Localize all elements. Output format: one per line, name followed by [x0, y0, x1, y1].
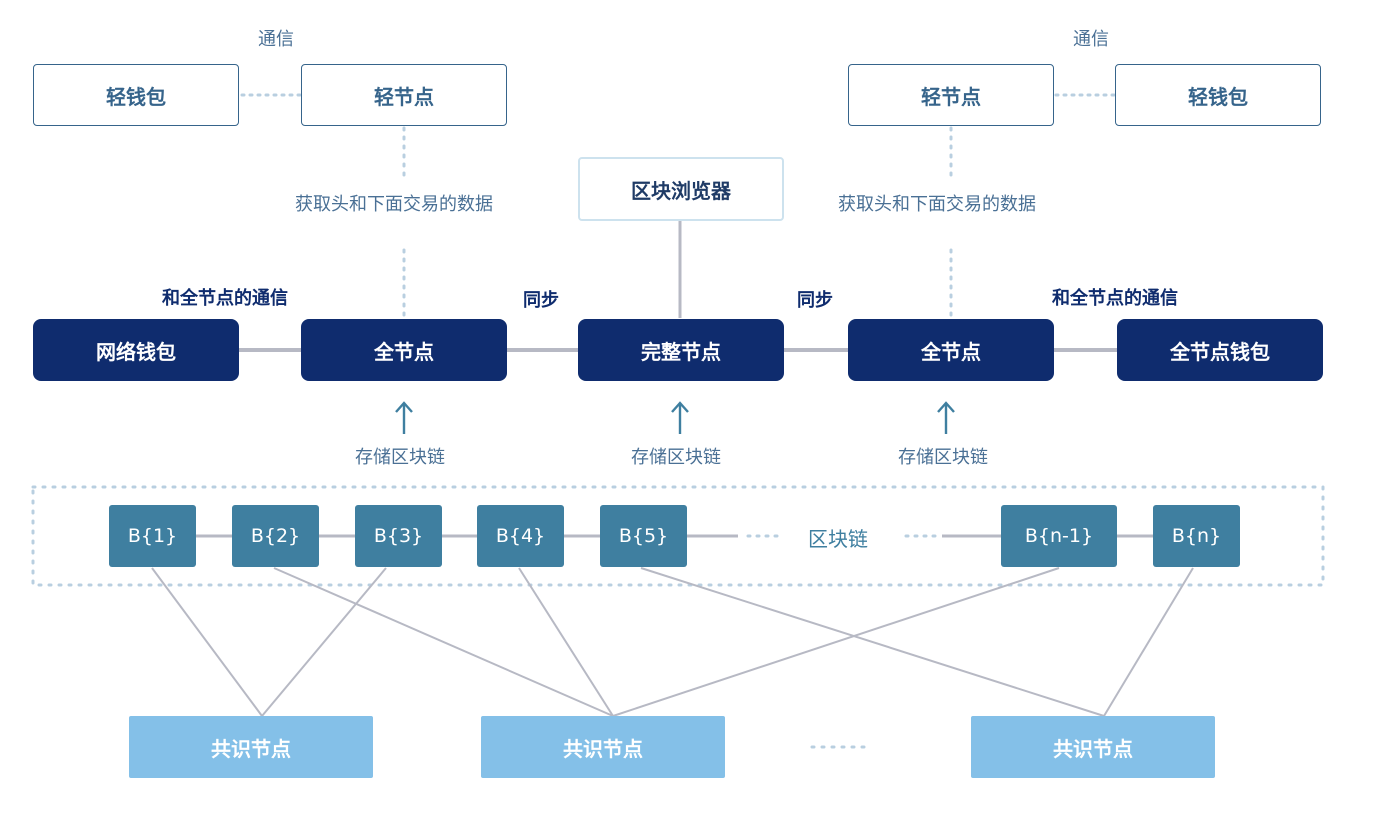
blockchain-label: 区块链 — [808, 527, 868, 551]
block-b2: B{2} — [232, 505, 319, 567]
block-b3: B{3} — [355, 505, 442, 567]
b3-to-consensus1 — [261, 567, 387, 717]
consensus-node-3: 共识节点 — [971, 716, 1215, 778]
consensus-node-1: 共识节点 — [129, 716, 373, 778]
b5-to-consensus3 — [640, 567, 1105, 717]
storage-label-left: 存储区块链 — [355, 447, 445, 468]
storage-label-right: 存储区块链 — [898, 447, 988, 468]
full-node-left: 全节点 — [301, 319, 507, 381]
b4-to-consensus2 — [518, 567, 614, 717]
network-wallet: 网络钱包 — [33, 319, 239, 381]
block-b1: B{1} — [109, 505, 196, 567]
b2-to-consensus2 — [273, 567, 614, 717]
bn-to-consensus3 — [1103, 567, 1194, 717]
up-arrow-icon — [937, 401, 955, 434]
storage-label-center: 存储区块链 — [631, 447, 721, 468]
block-bn-minus-1: B{n-1} — [1001, 505, 1117, 567]
light-node-right: 轻节点 — [848, 64, 1054, 126]
fetch-label-right: 获取头和下面交易的数据 — [838, 194, 1036, 215]
comm-full-label-left: 和全节点的通信 — [162, 288, 288, 309]
blockchain-container — [31, 485, 1325, 587]
block-b5: B{5} — [600, 505, 687, 567]
fetch-label-left: 获取头和下面交易的数据 — [295, 194, 493, 215]
up-arrow-icon — [671, 401, 689, 434]
comm-label-left: 通信 — [258, 29, 294, 50]
comm-label-right: 通信 — [1073, 29, 1109, 50]
full-node-right: 全节点 — [848, 319, 1054, 381]
light-wallet-left: 轻钱包 — [33, 64, 239, 126]
b1-to-consensus1 — [151, 567, 263, 717]
sync-label-left: 同步 — [523, 290, 559, 311]
up-arrow-icon — [395, 401, 413, 434]
comm-full-label-right: 和全节点的通信 — [1052, 288, 1178, 309]
block-b4: B{4} — [477, 505, 564, 567]
block-bn: B{n} — [1153, 505, 1240, 567]
block-explorer: 区块浏览器 — [578, 157, 784, 221]
full-node-wallet: 全节点钱包 — [1117, 319, 1323, 381]
light-wallet-right: 轻钱包 — [1115, 64, 1321, 126]
light-node-left: 轻节点 — [301, 64, 507, 126]
complete-node: 完整节点 — [578, 319, 784, 381]
consensus-node-2: 共识节点 — [481, 716, 725, 778]
bn1-to-consensus2 — [612, 567, 1060, 717]
sync-label-right: 同步 — [797, 290, 833, 311]
